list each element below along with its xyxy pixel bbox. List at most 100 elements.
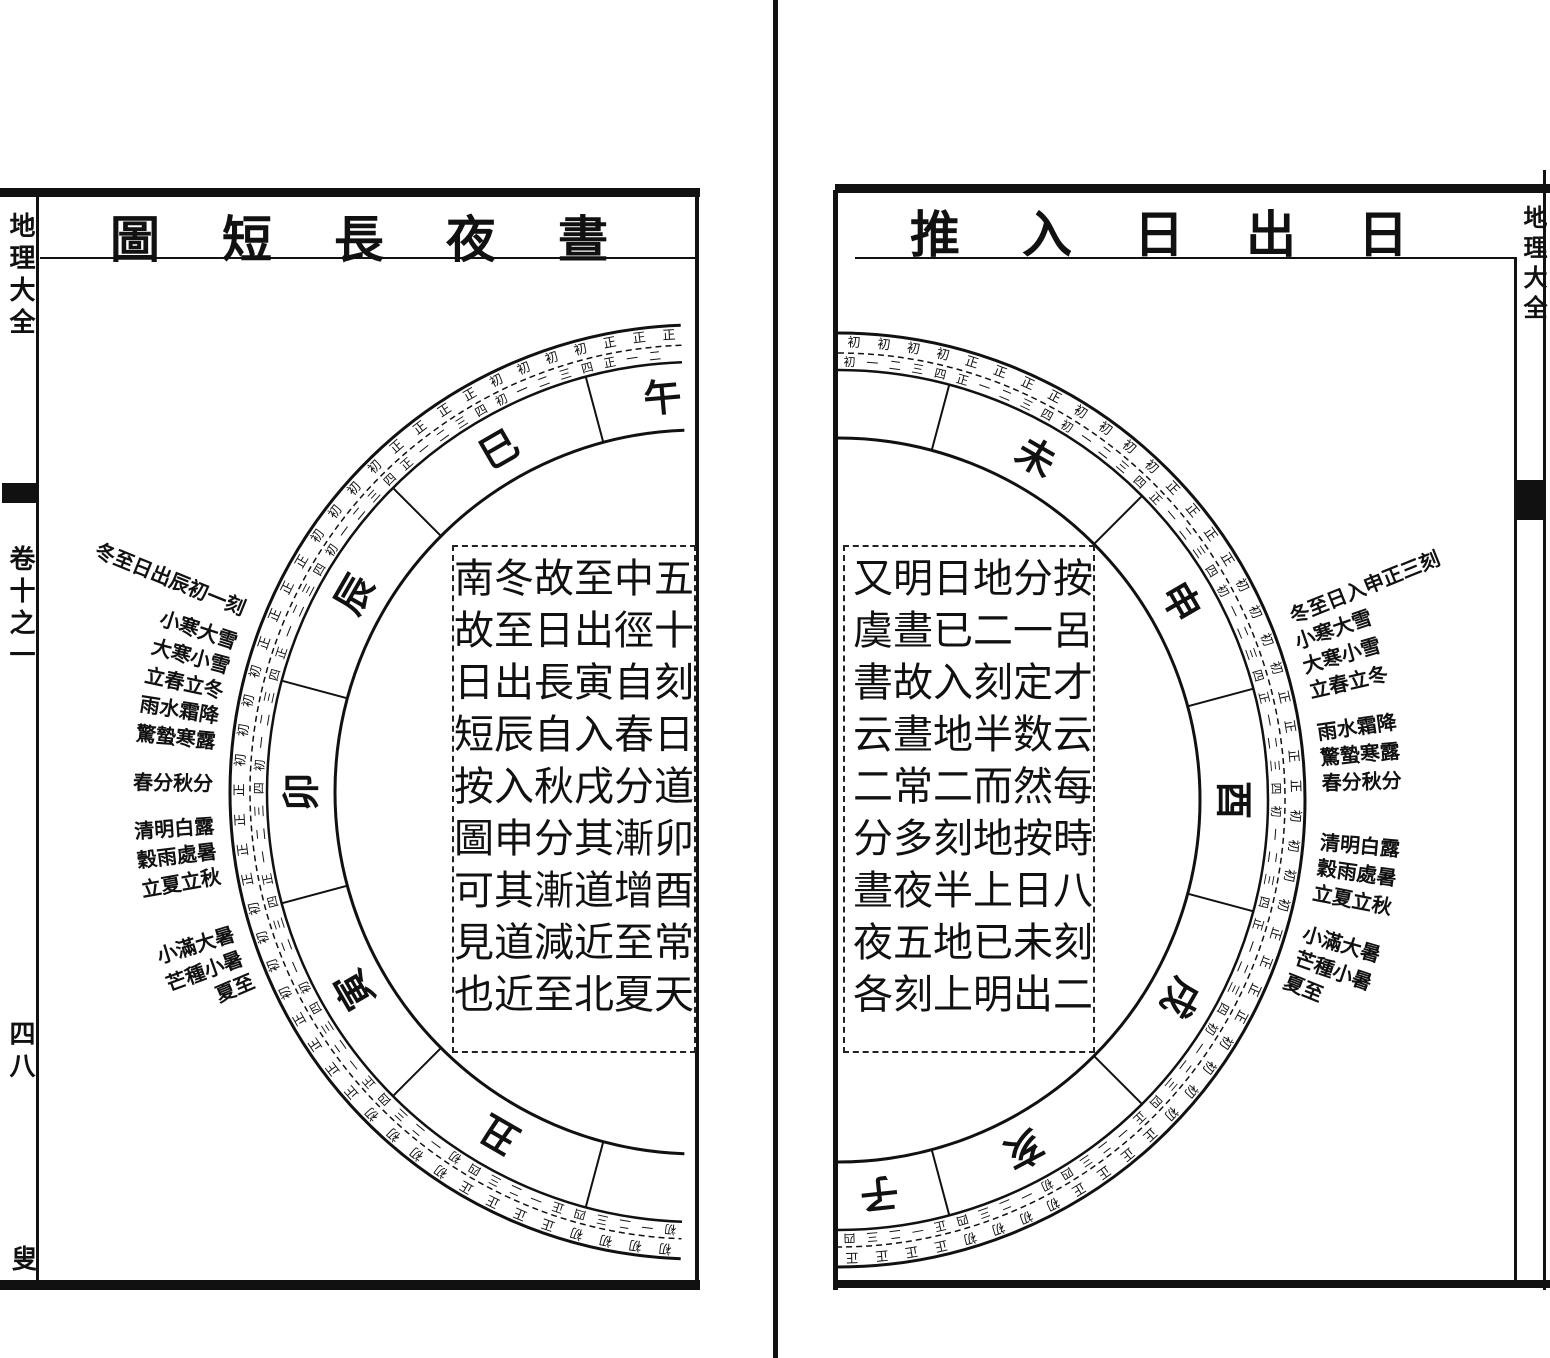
right-diagram-ring-mark-inner: 一 — [976, 379, 992, 396]
right-diagram-ring-mark-outer: 正 — [1231, 1007, 1250, 1026]
left-diagram-ring-mark-inner: 一 — [625, 351, 639, 367]
left-diagram-ring-mark-outer: 正 — [232, 783, 247, 796]
right-diagram-ring-mark-outer: 初 — [1257, 631, 1276, 648]
left-diagram-branch-label-5: 丑 — [471, 1106, 526, 1164]
right-diagram-ring-mark-inner: 四 — [1214, 1000, 1232, 1017]
left-diagram-ring-mark-inner: 三 — [595, 1211, 610, 1227]
right-margin-block — [1517, 480, 1543, 520]
left-diagram-ring-mark-inner: 二 — [290, 602, 308, 619]
right-diagram-ring-mark-inner: 二 — [997, 1196, 1013, 1214]
left-diagram-hour-divider — [281, 884, 348, 905]
left-diagram-ring-mark-outer: 正 — [461, 385, 480, 404]
right-diagram-outer-ring — [837, 331, 1307, 1269]
right-inner-line — [1514, 258, 1517, 1286]
right-diagram-ring-mark-inner: 二 — [1265, 850, 1280, 864]
left-explanation-text: 五十刻日道卯酉常天中徑自春分漸增至夏至出寅入戌其道近北故日長自秋分漸減至冬至出辰… — [447, 545, 696, 1053]
left-diagram-inner-circle — [333, 428, 685, 1156]
left-diagram-ring-mark-outer: 初 — [265, 956, 284, 974]
left-diagram-ring-mark-inner: 二 — [507, 1182, 524, 1200]
right-diagram-ring-mark-outer: 正 — [1287, 779, 1302, 792]
right-margin-line — [1543, 170, 1546, 1290]
right-diagram-ring-mark-outer: 正 — [904, 1243, 919, 1260]
left-diagram-branch-label-2: 辰 — [325, 566, 383, 621]
left-diagram-ring-mark-outer: 初 — [572, 341, 588, 359]
left-text-column: 至出寅入戌其道近北 — [567, 557, 613, 1025]
right-text-column: 地二刻半而地上已明 — [966, 557, 1012, 1025]
right-diagram-branch-label-2: 酉 — [1212, 781, 1257, 819]
left-diagram-ring-mark-inner: 四 — [307, 999, 325, 1016]
right-diagram-ring-mark-inner: 正 — [1256, 690, 1272, 705]
right-diagram-branch-ring-outer — [837, 368, 1270, 1232]
left-diagram-hour-divider — [392, 1047, 442, 1097]
right-diagram-hour-divider — [930, 1149, 951, 1216]
left-diagram-ring-mark-outer: 初 — [246, 900, 264, 916]
left-diagram-ring-mark-outer: 正 — [290, 1009, 309, 1028]
left-diagram-ring-mark-outer: 初 — [515, 360, 533, 379]
right-diagram-ring-mark-outer: 初 — [1043, 1194, 1062, 1213]
right-diagram-ring-mark-outer: 初 — [1285, 839, 1301, 853]
right-diagram-ring-mark-outer: 正 — [933, 1237, 949, 1255]
left-margin-block — [2, 483, 38, 503]
left-diagram-outer-ring — [228, 323, 681, 1261]
right-diagram-ring-mark-inner: 正 — [933, 1218, 948, 1234]
left-margin-bottom-char: 叟 — [7, 1245, 37, 1277]
left-margin-page-number: 四八 — [5, 1020, 35, 1084]
right-diagram-ring-mark-inner: 四 — [843, 1231, 855, 1245]
left-diagram-ring-mark-outer: 正 — [240, 871, 257, 887]
left-right-border — [695, 190, 699, 1290]
left-diagram-branch-label-4: 寅 — [325, 962, 383, 1017]
right-diagram-ring-mark-outer: 初 — [1232, 576, 1251, 595]
right-diagram-ring-mark-inner: 一 — [1224, 603, 1242, 620]
left-diagram-ring-mark-outer: 正 — [266, 606, 285, 624]
left-diagram-ring-mark-inner: 四 — [473, 402, 490, 420]
left-diagram-ring-mark-inner: 初 — [252, 759, 267, 772]
right-text-column: 日已入地二刻半地上 — [926, 557, 972, 1025]
left-diagram-ring-mark-inner: 初 — [664, 1222, 677, 1237]
left-title-underline — [40, 257, 698, 259]
right-diagram-ring-mark-outer: 正 — [1244, 980, 1263, 998]
left-diagram-ring-mark-inner: 三 — [486, 1172, 503, 1190]
left-diagram-ring-mark-inner: 三 — [557, 366, 573, 383]
left-diagram-ring-mark-inner: 初 — [493, 391, 510, 409]
right-diagram-ring-mark-outer: 初 — [847, 336, 861, 351]
left-diagram-hour-divider — [392, 487, 442, 537]
left-diagram-branch-label-0: 午 — [642, 373, 684, 421]
left-diagram-ring-mark-outer: 正 — [235, 842, 252, 857]
right-diagram-ring-mark-inner: 正 — [955, 372, 970, 389]
right-margin-book-title: 地理大全 — [1519, 205, 1548, 325]
left-diagram-ring-mark-inner: 二 — [648, 348, 661, 363]
right-diagram-ring-mark-inner: 四 — [1250, 668, 1267, 683]
right-diagram-ring-mark-inner: 二 — [888, 358, 902, 373]
left-margin-book-title: 地理大全 — [5, 212, 35, 340]
left-diagram-ring-mark-outer: 初 — [247, 664, 265, 681]
right-page-title: 日出日入推 — [910, 205, 1470, 264]
right-diagram-ring-mark-inner: 三 — [1261, 873, 1277, 887]
right-diagram-ring-mark-inner: 初 — [1214, 582, 1232, 599]
right-diagram-ring-mark-inner: 一 — [1261, 713, 1277, 727]
left-diagram-ring-mark-outer: 正 — [602, 335, 618, 352]
right-diagram-ring-mark-inner: 三 — [866, 1229, 879, 1244]
left-diagram-ring-mark-inner: 一 — [281, 623, 298, 639]
right-diagram-ring-mark-inner: 三 — [976, 1204, 992, 1221]
right-diagram-ring-mark-outer: 正 — [1275, 689, 1293, 705]
left-diagram-ring-mark-outer: 正 — [457, 1177, 476, 1197]
left-diagram-ring-mark-outer: 初 — [569, 1224, 586, 1242]
right-text-column: 按呂才云每時八刻二 — [1046, 557, 1092, 1025]
right-diagram-ring-mark-inner: 三 — [1018, 396, 1035, 414]
left-diagram-branch-label-1: 巳 — [471, 420, 526, 478]
right-diagram-ring-mark-inner: 四 — [1269, 782, 1283, 794]
left-diagram-ring-mark-inner: 二 — [257, 713, 273, 727]
right-diagram-ring-mark-inner: 一 — [1242, 938, 1259, 954]
left-diagram-ring-mark-outer: 正 — [278, 579, 297, 597]
right-diagram-solar-term-label: 春分秋分 — [1320, 768, 1402, 795]
left-diagram-ring-mark-outer: 初 — [254, 928, 272, 945]
right-diagram-ring-mark-inner: 三 — [1242, 646, 1259, 662]
right-diagram-ring-mark-outer: 正 — [963, 354, 980, 372]
right-diagram-ring-mark-inner: 一 — [1018, 1186, 1035, 1204]
right-diagram-ring-mark-outer: 正 — [845, 1249, 858, 1264]
right-top-border — [835, 184, 1550, 193]
left-diagram-ring-mark-outer: 正 — [540, 1215, 557, 1233]
left-text-column: 南故日短按圖可見也 — [447, 557, 493, 1025]
left-diagram-ring-mark-outer: 初 — [277, 983, 296, 1001]
